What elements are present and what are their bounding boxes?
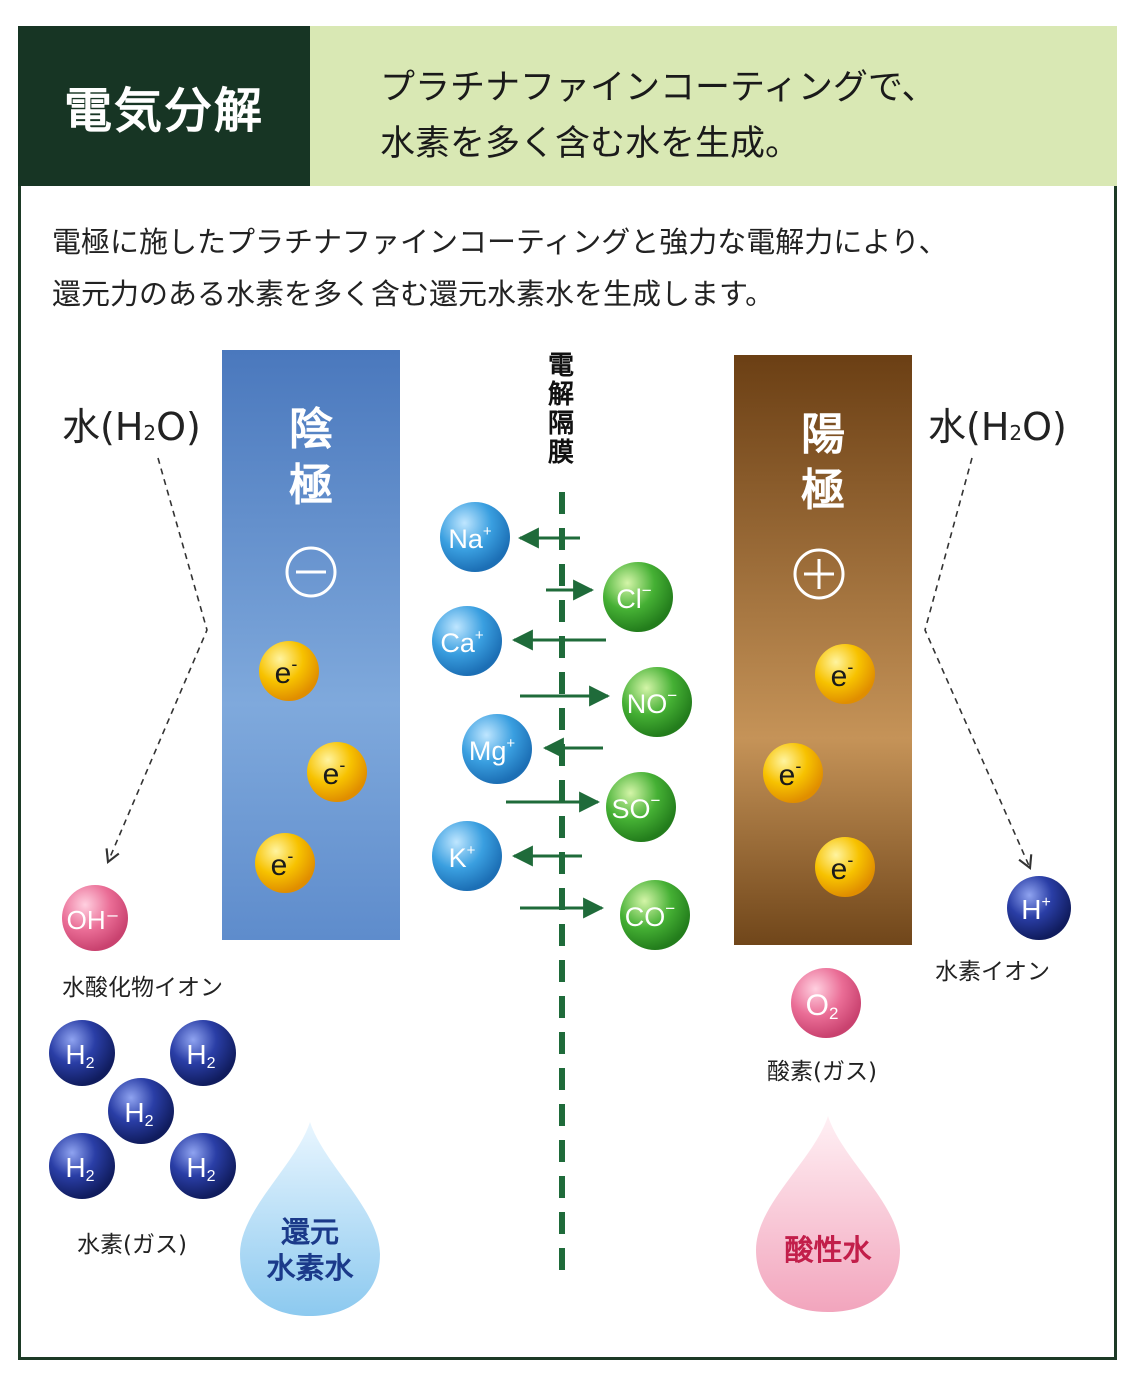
intro-text: 電極に施したプラチナファインコーティングと強力な電解力により、 還元力のある水素… [52,216,948,320]
svg-text:H2: H2 [65,1039,94,1072]
svg-text:H2: H2 [186,1039,215,1072]
hydrogen-ion-label: 水素イオン [935,959,1050,985]
intro-line: 電極に施したプラチナファインコーティングと強力な電解力により、 [52,225,948,259]
acidic-water-drop [756,1116,900,1312]
svg-text:e-: e- [831,657,854,693]
membrane-title-char: 解 [547,380,574,410]
svg-text:CO−: CO− [625,899,676,932]
hydroxide-ion: OH⁻ [62,885,128,951]
electron-anode-1: e- [815,644,875,704]
svg-text:e-: e- [831,850,854,886]
header-title: 電気分解 [18,26,310,186]
membrane-title-char: 隔 [547,409,574,439]
right-dashed-path [924,457,1033,871]
membrane-title-char: 電 [547,351,574,381]
left-water-text: 水(H [62,405,144,449]
cathode-name-char: 陰 [289,404,333,455]
left-dashed-path [105,457,208,865]
reduced-water-drop [240,1122,380,1316]
cathode-name-char: 極 [289,460,333,511]
right-water-text: 水(H [928,405,1010,449]
svg-text:SO−: SO− [612,791,661,824]
header-subtitle-line: プラチナファインコーティングで、 [380,68,937,108]
svg-text:H+: H+ [1021,894,1051,925]
svg-text:Na+: Na+ [448,523,492,554]
h2-molecule: H2 [170,1020,236,1086]
anion-no: NO− [622,667,692,737]
oxygen-molecule: O2 [791,968,861,1038]
membrane-title-char: 膜 [547,438,574,468]
anion-co: CO− [620,880,690,950]
left-water-end: O) [156,405,201,449]
electron-cathode-3: e- [255,833,315,893]
right-water-end: O) [1022,405,1067,449]
svg-text:H2: H2 [186,1152,215,1185]
oxygen-gas-label: 酸素(ガス) [767,1059,877,1085]
svg-text:e-: e- [323,755,346,791]
cathode-name: 陰 極 [222,402,400,514]
anode-plus-icon [793,548,845,600]
reduced-water-line: 還元 [280,1215,339,1249]
svg-text:e-: e- [271,846,294,882]
hydrogen-ion: H+ [1007,876,1071,940]
h2-molecule: H2 [49,1020,115,1086]
svg-text:K+: K+ [449,842,476,873]
h2-molecule: H2 [170,1133,236,1199]
svg-text:OH⁻: OH⁻ [67,905,120,935]
cathode-electrode: 陰 極 [222,350,400,940]
h2-molecule: H2 [49,1133,115,1199]
cation-na: Na+ [440,502,510,572]
header-subtitle: プラチナファインコーティングで、 水素を多く含む水を生成。 [310,26,1117,186]
anode-name: 陽 極 [734,407,912,519]
header-title-text: 電気分解 [63,83,264,139]
hydroxide-ion-label: 水酸化物イオン [62,975,223,1001]
svg-text:Cl−: Cl− [616,581,652,614]
membrane-title: 電 解 隔 膜 [545,352,577,468]
h2-molecule: H2 [108,1078,174,1144]
anode-name-char: 極 [801,465,845,516]
intro-line: 還元力のある水素を多く含む還元水素水を生成します。 [52,277,775,311]
header-subtitle-line: 水素を多く含む水を生成。 [380,124,801,164]
svg-text:e-: e- [779,756,802,792]
ion-arrows [506,527,611,919]
acidic-water-label: 酸性水 [784,1233,872,1267]
svg-text:Mg+: Mg+ [469,735,516,766]
left-water-sub: 2 [143,421,157,445]
anion-cl: Cl− [603,562,673,632]
reduced-water-label: 還元 水素水 [250,1214,370,1286]
cathode-minus-icon [285,546,337,598]
cation-mg: Mg+ [462,714,532,784]
svg-text:NO−: NO− [627,686,678,719]
electron-anode-2: e- [763,743,823,803]
right-water-sub: 2 [1009,421,1023,445]
anion-so: SO− [606,772,676,842]
cation-ca: Ca+ [432,606,502,676]
anode-name-char: 陽 [801,409,845,460]
right-water-label: 水(H2O) [928,396,1067,451]
electron-anode-3: e- [815,837,875,897]
svg-text:H2: H2 [65,1152,94,1185]
left-water-label: 水(H2O) [62,396,201,451]
reduced-water-line: 水素水 [266,1251,354,1285]
hydrogen-gas-label: 水素(ガス) [77,1232,187,1258]
svg-text:e-: e- [275,654,298,690]
svg-text:O2: O2 [806,989,839,1023]
electron-cathode-2: e- [307,742,367,802]
electron-cathode-1: e- [259,641,319,701]
cation-k: K+ [432,821,502,891]
svg-text:H2: H2 [124,1097,153,1130]
svg-text:Ca+: Ca+ [440,627,484,658]
